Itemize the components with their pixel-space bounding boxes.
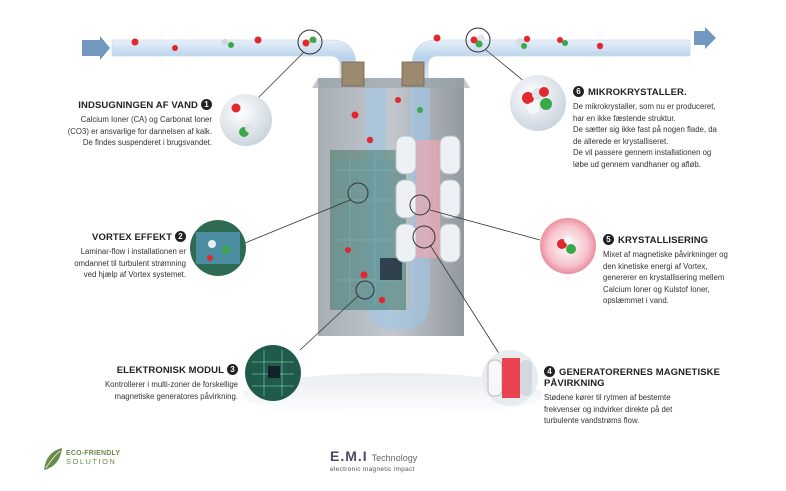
label-vortex-title: VORTEX EFFEKT: [92, 232, 172, 243]
outlet-highlight: [465, 27, 491, 53]
water-flow: [340, 88, 430, 330]
brand-name: E.M.I: [330, 448, 368, 464]
inlet-highlight: [297, 29, 323, 55]
callout-module-bubble: [245, 345, 301, 401]
number-badge: 5: [603, 234, 614, 245]
label-microcrystals-line: de allerede er krystalliseret.: [573, 136, 669, 146]
label-crystallization-line: genererer en krystallisering mellem: [603, 273, 725, 283]
number-badge: 6: [573, 86, 584, 97]
callout-crystallization-bubble: [540, 218, 596, 274]
label-microcrystals-line: har en ikke fæstende struktur.: [573, 113, 676, 123]
number-badge: 2: [175, 231, 186, 242]
outlet-pipe: [411, 39, 691, 79]
label-intake-title: INDSUGNINGEN AF VAND: [78, 100, 198, 111]
label-crystallization-line: Calcium Ioner og Kulstof Ioner,: [603, 284, 710, 294]
floor-shadow: [243, 373, 543, 417]
label-vortex-line: Laminar-flow i installationen er: [80, 247, 186, 256]
label-module-title: ELEKTRONISK MODUL: [116, 365, 224, 376]
number-badge: 4: [544, 366, 555, 377]
label-microcrystals-title: MIKROKRYSTALLER.: [588, 87, 687, 98]
number-badge: 1: [201, 99, 212, 110]
label-microcrystals-line: De sætter sig ikke fast på nogen flade, …: [573, 125, 717, 135]
label-module-line: magnetiske generatores påvirkning.: [114, 391, 238, 401]
device-ions: [345, 97, 423, 304]
number-badge: 3: [227, 364, 238, 375]
callout-generators-bubble: [482, 350, 538, 406]
vortex-highlight: [347, 182, 369, 204]
module-highlight: [355, 280, 375, 300]
label-intake-line: De findes suspenderet i brugsvandet.: [82, 138, 212, 148]
label-crystallization-line: den kinetiske energi af Vortex,: [603, 261, 708, 271]
label-vortex-line: ved hjælp af Vortex systemet.: [83, 270, 186, 280]
callout-microcrystals-bubble: [510, 75, 566, 131]
inlet-pipe: [111, 39, 357, 79]
brand-tagline: electronic magnetic impact: [330, 466, 415, 473]
label-microcrystals: 6 MIKROKRYSTALLER. De mikrokrystaller, so…: [573, 86, 773, 171]
outlet-fitting: [401, 61, 425, 87]
label-crystallization-line: opslæmmet i vand.: [603, 296, 669, 306]
eco-badge: ECO-FRIENDLY SOLUTION: [44, 450, 120, 466]
crystal-highlight: [409, 194, 431, 216]
label-generators-line: frekvenser og indvirker direkte på det: [544, 404, 673, 414]
callout-intake-bubble: [220, 94, 272, 146]
label-microcrystals-line: De vil passere gennem installationen og: [573, 148, 712, 158]
label-crystallization: 5 KRYSTALLISERING Mixet af magnetiske påv…: [603, 234, 773, 307]
label-intake-line: Calcium Ioner (CA) og Carbonat Ioner: [80, 115, 212, 124]
inlet-fitting: [341, 61, 365, 87]
eco-line2: SOLUTION: [66, 457, 117, 466]
label-microcrystals-line: De mikrokrystaller, som nu er produceret…: [573, 102, 716, 111]
label-intake-line: (CO3) er ansvarlige for dannelsen af kal…: [67, 126, 212, 136]
callout-vortex-bubble: [190, 220, 246, 276]
label-microcrystals-line: løbe ud gennem vandhaner og afløb.: [573, 159, 701, 169]
eco-line1: ECO-FRIENDLY: [66, 450, 121, 457]
pipe-ions: [131, 34, 604, 51]
circuit-board: [330, 150, 406, 310]
label-vortex-line: omdannet til turbulent strømning: [74, 258, 186, 268]
arrow-right-icon: [694, 27, 716, 49]
brand-suffix: Technology: [371, 453, 418, 463]
label-crystallization-line: Mixet af magnetiske påvirkninger og: [603, 250, 728, 259]
label-module-line: Kontrollerer i multi-zoner de forskellig…: [104, 380, 238, 389]
label-generators-title: GENERATORERNES MAGNETISKE PÅVIRKNING: [544, 367, 721, 389]
label-generators-line: turbulente vandstrøms flow.: [544, 416, 640, 426]
arrow-right-icon: [82, 36, 110, 60]
label-crystallization-title: KRYSTALLISERING: [618, 235, 709, 246]
generator-highlight: [412, 225, 436, 249]
leaf-icon: [44, 448, 62, 470]
label-generators-line: Stødene kører til rytmen af bestemte: [544, 393, 671, 402]
